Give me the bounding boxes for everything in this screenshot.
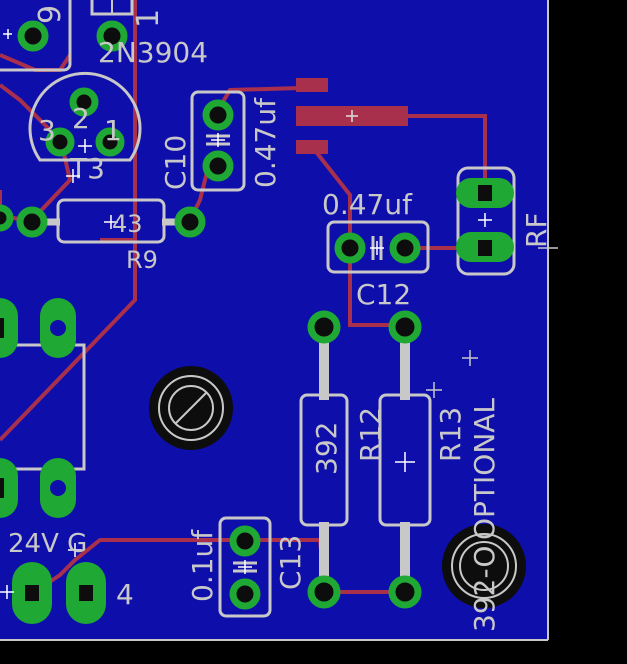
c13-ref: C13 bbox=[274, 535, 307, 590]
r9-ref: R9 bbox=[126, 246, 158, 274]
connector-pin-label: 4 bbox=[116, 578, 134, 611]
top-left-fragment: 9 bbox=[33, 5, 68, 24]
c10-value: 0.47uf bbox=[249, 97, 282, 188]
r13-ref: R13 bbox=[434, 407, 467, 462]
capacitor-c10: C10 0.47uf bbox=[159, 90, 282, 192]
resistor-r13: R13 bbox=[378, 310, 467, 609]
transistor-pin-2: 2 bbox=[72, 102, 90, 135]
transistor-ref: T3 bbox=[69, 152, 105, 185]
transistor-pin-3: 3 bbox=[38, 114, 56, 147]
resistor-r9: 43 R9 bbox=[16, 198, 206, 274]
transistor-part-label: 2N3904 bbox=[98, 36, 208, 69]
r9-value: 43 bbox=[112, 210, 143, 238]
c12-ref: C12 bbox=[356, 278, 411, 311]
power-connector: 24V G 4 bbox=[0, 529, 134, 624]
rf-connector: RF bbox=[456, 166, 553, 276]
r12-ref: R12 bbox=[354, 407, 387, 462]
c12-value: 0.47uf bbox=[322, 188, 413, 221]
optional-component: OPTIONAL 392-O bbox=[426, 350, 526, 632]
transistor-pin-1: 1 bbox=[104, 114, 122, 147]
c13-value: 0.1uf bbox=[186, 529, 219, 602]
left-partial-ic bbox=[0, 298, 86, 518]
top-fragment: 1 bbox=[131, 9, 166, 28]
c10-ref: C10 bbox=[159, 135, 192, 190]
mounting-hole bbox=[149, 366, 233, 450]
power-label: 24V G bbox=[8, 529, 87, 559]
top-partial-component: 1 bbox=[90, 0, 166, 52]
capacitor-c13: 0.1uf C13 bbox=[186, 516, 307, 618]
optional-value: 392-O bbox=[468, 546, 501, 632]
left-edge-pad bbox=[0, 204, 14, 232]
smd-pad-1 bbox=[296, 78, 328, 92]
resistor-r12: 392 R12 bbox=[299, 310, 387, 609]
top-left-partial-component: 9 bbox=[0, 0, 72, 72]
transistor-t3: 3 2 1 T3 bbox=[28, 71, 142, 185]
optional-label: OPTIONAL bbox=[468, 398, 501, 540]
r12-value: 392 bbox=[310, 422, 343, 475]
smd-pad-3 bbox=[296, 140, 328, 154]
capacitor-c12: 0.47uf C12 bbox=[322, 188, 430, 311]
